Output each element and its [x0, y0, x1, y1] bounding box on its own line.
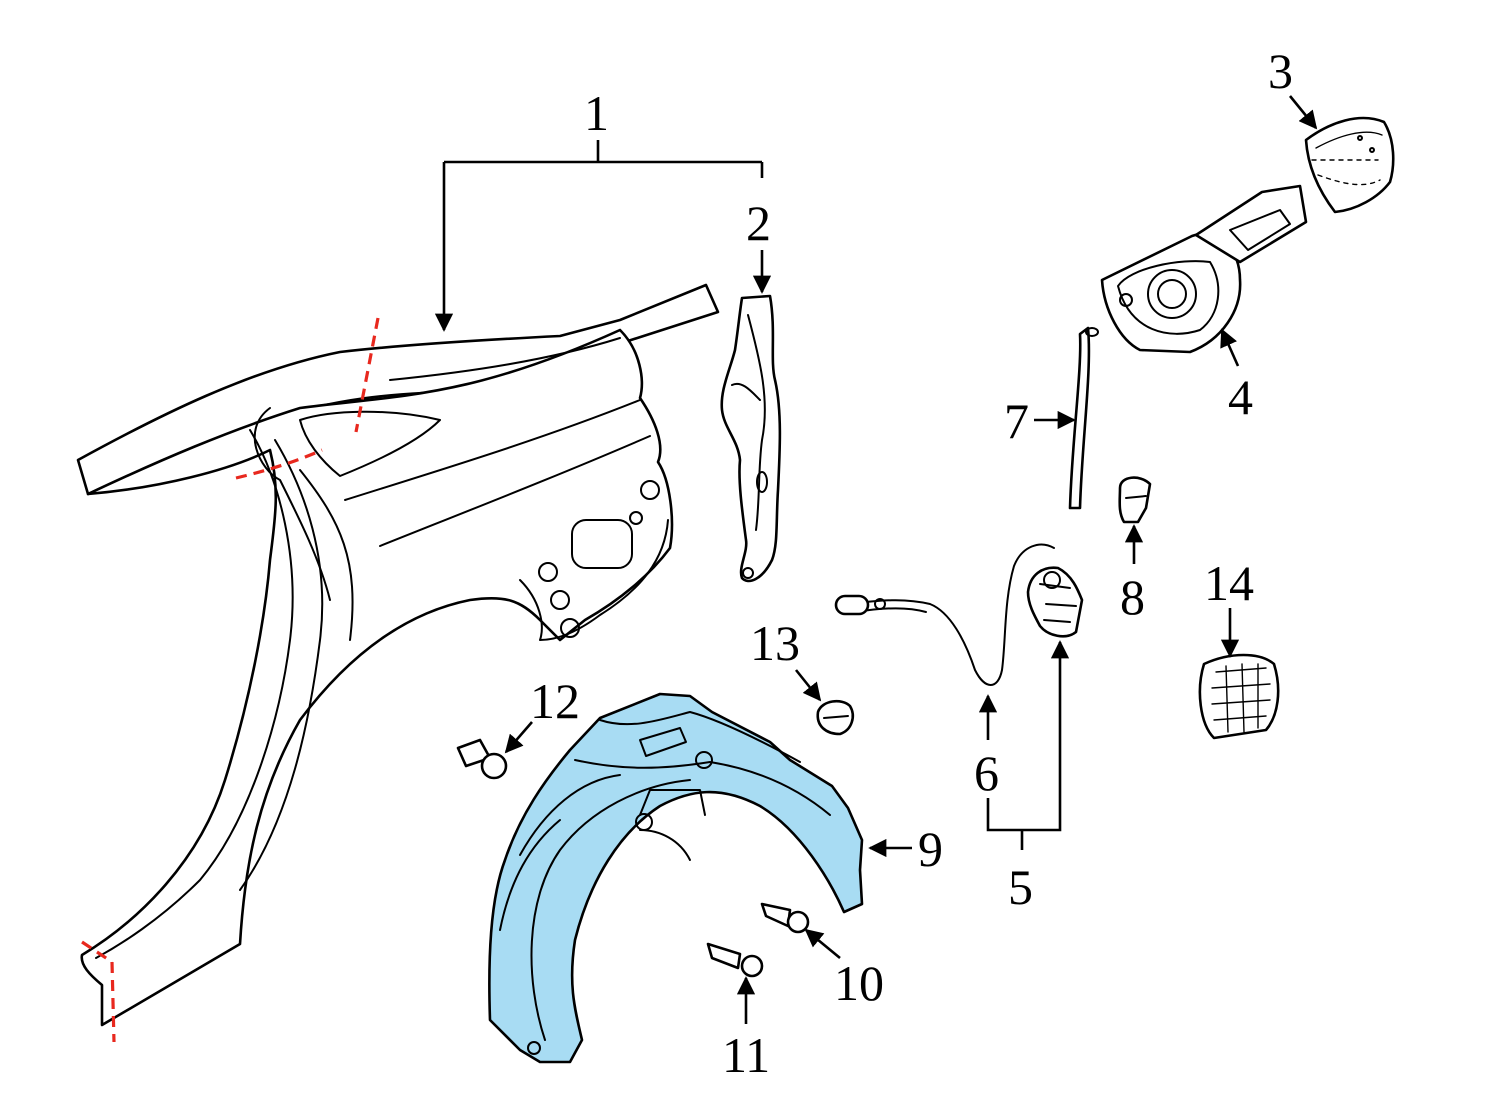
- callout-13: 13: [750, 615, 800, 671]
- callout-5: 5: [1008, 859, 1033, 915]
- callout-6: 6: [974, 745, 999, 801]
- callout-8: 8: [1120, 569, 1145, 625]
- callout-2: 2: [746, 195, 771, 251]
- leader-lines: [434, 95, 1318, 1024]
- screw-part-12[interactable]: [456, 738, 508, 780]
- fuel-door-part[interactable]: [1304, 116, 1395, 214]
- callout-3: 3: [1268, 43, 1293, 99]
- fuel-housing-part[interactable]: [1100, 184, 1308, 354]
- grille-part[interactable]: [1198, 653, 1280, 740]
- release-cable-part[interactable]: [834, 543, 1055, 686]
- callout-1: 1: [584, 85, 609, 141]
- cut-lines: [81, 317, 380, 1043]
- drain-hose-part[interactable]: [1068, 326, 1099, 510]
- wheel-liner-part[interactable]: [488, 692, 864, 1064]
- callout-10: 10: [834, 955, 884, 1011]
- screw-part-11[interactable]: [706, 942, 764, 978]
- push-clip-part[interactable]: [816, 699, 854, 736]
- callout-7: 7: [1004, 393, 1029, 449]
- callout-9: 9: [918, 821, 943, 877]
- bracket-part[interactable]: [720, 294, 782, 583]
- callout-14: 14: [1204, 555, 1254, 611]
- callout-12: 12: [530, 673, 580, 729]
- quarter-panel[interactable]: [76, 283, 720, 1027]
- callout-4: 4: [1228, 369, 1253, 425]
- clip-part[interactable]: [1118, 476, 1152, 524]
- callout-11: 11: [722, 1027, 770, 1083]
- screw-part-10[interactable]: [760, 902, 810, 934]
- actuator-part[interactable]: [1026, 566, 1084, 638]
